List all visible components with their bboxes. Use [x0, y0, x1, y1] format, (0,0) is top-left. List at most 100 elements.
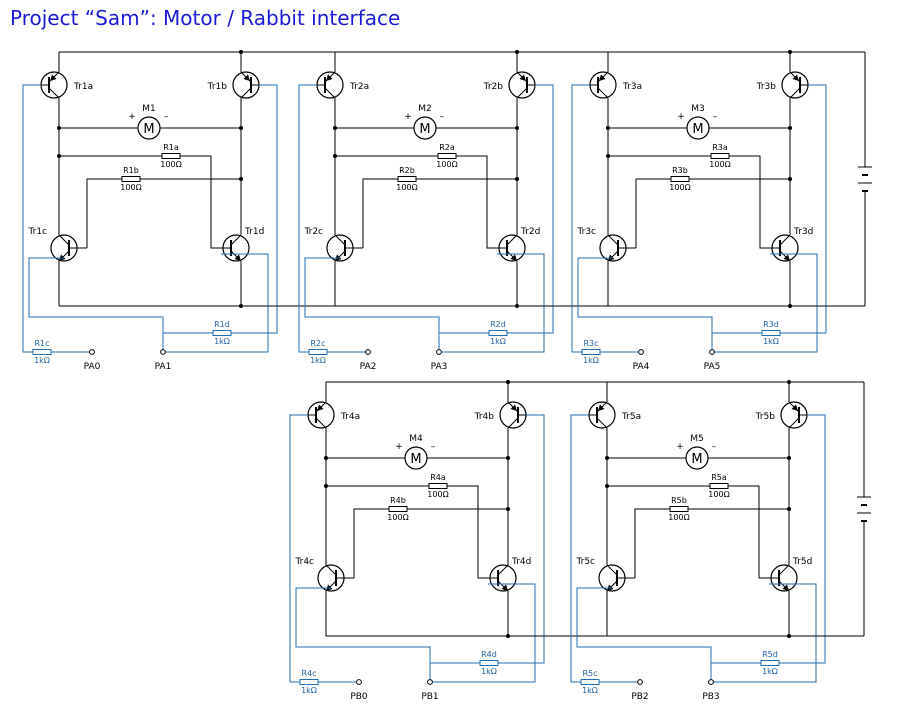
- resistor: [437, 153, 457, 159]
- transistor-label: Tr1b: [207, 82, 228, 92]
- control-resistor-label: R1d: [214, 320, 230, 329]
- control-resistor-value: 1kΩ: [762, 667, 778, 676]
- resistor-label: R4b: [390, 496, 406, 505]
- transistor-label: Tr4c: [294, 557, 314, 567]
- transistor-symbol: [50, 234, 78, 262]
- motor-symbol-letter: M: [410, 452, 421, 467]
- emitter-arrow: [791, 404, 798, 411]
- control-resistor-label: R3c: [583, 339, 598, 348]
- control-wire: [304, 257, 440, 352]
- terminal-pad: [160, 349, 166, 355]
- junction-dot: [605, 484, 609, 488]
- resistor-value: 100Ω: [160, 160, 181, 169]
- terminal-pad: [356, 679, 362, 685]
- transistor-symbol: [232, 71, 260, 99]
- motor-symbol: [686, 116, 710, 140]
- control-wire: [438, 317, 489, 334]
- control-resistor-value: 1kΩ: [583, 356, 599, 365]
- control-resistor-value: 1kΩ: [490, 337, 506, 346]
- port-pin-label: PB1: [421, 692, 438, 702]
- control-resistor-label: R5d: [762, 650, 778, 659]
- port-pin-label: PA4: [633, 362, 650, 372]
- transistor-symbol: [508, 71, 536, 99]
- junction-dot: [333, 154, 337, 158]
- control-wire: [439, 253, 545, 353]
- emitter-arrow: [599, 74, 606, 81]
- transistor-label: Tr5d: [792, 557, 812, 567]
- transistor-label: Tr4b: [474, 412, 495, 422]
- transistor-label: Tr3b: [756, 82, 777, 92]
- transistor-lead: [789, 87, 801, 99]
- motor-label: M3: [691, 104, 705, 114]
- motor-plus-sign: +: [128, 112, 136, 122]
- resistor-value: 100Ω: [669, 183, 690, 192]
- transistor-symbol: [598, 564, 626, 592]
- resistor: [308, 349, 328, 355]
- resistor-label: R2a: [439, 143, 455, 152]
- control-resistor-value: 1kΩ: [582, 686, 598, 695]
- transistor-label: Tr2d: [520, 227, 540, 237]
- resistor: [479, 660, 499, 666]
- junction-dot: [506, 507, 510, 511]
- resistor-value: 100Ω: [396, 183, 417, 192]
- resistor-value: 100Ω: [427, 490, 448, 499]
- transistor-lead: [788, 417, 800, 429]
- transistor-symbol: [489, 564, 517, 592]
- emitter-arrow: [317, 404, 324, 411]
- motor-symbol-letter: M: [419, 122, 430, 137]
- motor-label: M4: [409, 434, 423, 444]
- wire: [353, 508, 389, 578]
- motor-plus-sign: +: [676, 442, 684, 452]
- port-pin-label: PA5: [704, 362, 721, 372]
- transistor-lead: [779, 234, 791, 246]
- junction-dot: [324, 484, 328, 488]
- transistor-label: Tr2b: [483, 82, 504, 92]
- control-resistor-value: 1kΩ: [301, 686, 317, 695]
- transistor-symbol: [326, 234, 354, 262]
- emitter-arrow: [50, 74, 57, 81]
- motor-symbol-letter: M: [143, 122, 154, 137]
- resistor-label: R4a: [430, 473, 446, 482]
- port-pin-label: PA2: [360, 362, 377, 372]
- transistor-symbol: [781, 71, 809, 99]
- control-wire: [711, 317, 762, 334]
- battery-symbol: [857, 496, 871, 522]
- transistor-label: Tr1d: [244, 227, 264, 237]
- resistor: [670, 176, 690, 182]
- emitter-arrow: [243, 74, 250, 81]
- resistor: [760, 660, 780, 666]
- resistor-label: R5b: [671, 496, 687, 505]
- motor-minus-sign: –: [713, 112, 718, 122]
- junction-dot: [324, 456, 328, 460]
- resistor-value: 100Ω: [708, 490, 729, 499]
- transistor-lead: [516, 87, 528, 99]
- transistor-lead: [324, 87, 336, 99]
- control-wire: [295, 587, 431, 682]
- resistor: [669, 506, 689, 512]
- port-pin-label: PB2: [631, 692, 648, 702]
- motor-symbol: [685, 446, 709, 470]
- transistor-symbol: [588, 401, 616, 429]
- control-resistor-label: R1c: [34, 339, 49, 348]
- control-wire: [780, 84, 827, 334]
- transistor-label: Tr3a: [622, 82, 642, 92]
- control-wire: [711, 583, 817, 683]
- emitter-arrow: [234, 254, 241, 261]
- junction-dot: [515, 177, 519, 181]
- resistor-value: 100Ω: [387, 513, 408, 522]
- resistor: [161, 153, 181, 159]
- port-pin-label: PB3: [702, 692, 719, 702]
- wire: [362, 178, 398, 248]
- control-wire: [712, 253, 818, 353]
- terminal-pad: [637, 679, 643, 685]
- junction-dot: [788, 177, 792, 181]
- terminal-pad: [436, 349, 442, 355]
- emitter-arrow: [510, 254, 517, 261]
- emitter-arrow: [782, 584, 789, 591]
- motor-symbol: [137, 116, 161, 140]
- terminal-pad: [89, 349, 95, 355]
- control-wire: [570, 414, 589, 683]
